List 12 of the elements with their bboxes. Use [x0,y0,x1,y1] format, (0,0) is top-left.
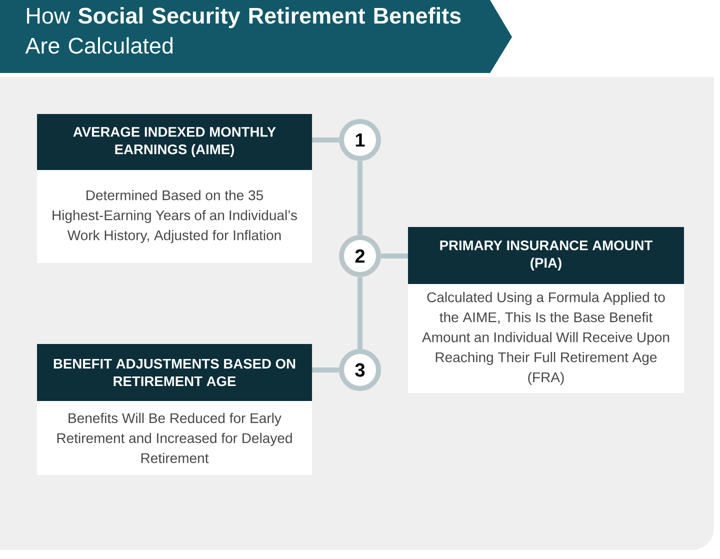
connector-line [381,254,408,258]
card-header: AVERAGE INDEXED MONTHLY EARNINGS (AIME) [37,114,312,170]
connector-line [358,161,362,235]
title-banner: How Social Security Retirement Benefits Are Calculated [0,0,512,73]
connector-line [312,367,339,372]
connector-line [358,277,362,349]
card-text: Calculated Using a Formula Applied to the AIME, This Is the Base Benefit Amount an Individual Will Receive Upon Reaching Their Full Retirement Age (FRA) [408,284,684,393]
connector-line [312,138,339,142]
card-header: PRIMARY INSURANCE AMOUNT (PIA) [408,226,684,284]
card-text: Determined Based on the 35 Highest-Earning Years of an Individual’s Work History, Adjusted for Inflation [37,170,312,263]
card-text: Benefits Will Be Reduced for Early Retirement and Increased for Delayed Retirement [37,401,312,475]
card-header: BENEFIT ADJUSTMENTS BASED ON RETIREMENT AGE [37,344,312,401]
